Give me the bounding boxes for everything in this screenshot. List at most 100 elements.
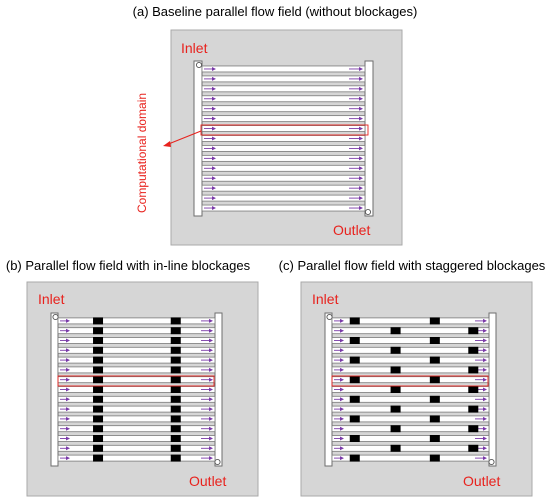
- flow-arrowhead: [359, 156, 363, 161]
- flow-arrowhead: [483, 367, 487, 372]
- blockage: [390, 444, 401, 452]
- flow-arrowhead: [359, 196, 363, 201]
- flow-arrowhead: [209, 328, 213, 333]
- flow-arrowhead: [340, 338, 344, 343]
- flow-arrowhead: [340, 358, 344, 363]
- flow-arrowhead: [66, 367, 70, 372]
- flow-arrowhead: [212, 126, 216, 131]
- outlet-manifold: [364, 60, 374, 217]
- computational-domain-box: [200, 124, 369, 136]
- panel-a-caption: (a) Baseline parallel flow field (withou…: [133, 4, 418, 19]
- flow-arrowhead: [483, 328, 487, 333]
- blockage: [429, 454, 440, 462]
- flow-channel: [57, 415, 216, 423]
- flow-channel: [201, 75, 366, 83]
- flow-channel: [57, 366, 216, 374]
- flow-arrowhead: [359, 206, 363, 211]
- flow-channel: [331, 327, 490, 335]
- flow-arrowhead: [340, 348, 344, 353]
- flow-channel: [57, 435, 216, 442]
- panel-a-inlet-label: Inlet: [181, 40, 208, 56]
- blockage: [93, 405, 104, 413]
- blockage: [170, 454, 181, 462]
- flow-channel: [201, 204, 366, 212]
- blockage: [93, 444, 104, 452]
- computational-domain-arrowhead: [163, 141, 171, 147]
- blockage: [93, 395, 104, 403]
- blockage: [429, 435, 440, 442]
- flow-arrowhead: [359, 76, 363, 81]
- flow-arrowhead: [66, 436, 70, 441]
- blockage: [349, 415, 360, 423]
- panel-b-outlet-label: Outlet: [189, 473, 226, 489]
- blockage: [468, 425, 479, 433]
- blockage: [429, 317, 440, 325]
- inlet-port: [52, 313, 59, 321]
- flow-channel: [331, 425, 490, 433]
- computational-domain-arrow: [165, 130, 202, 146]
- blockage: [349, 376, 360, 384]
- blockage: [170, 415, 181, 423]
- flow-channel: [331, 395, 490, 403]
- flow-arrowhead: [340, 367, 344, 372]
- flow-channel: [201, 115, 366, 123]
- flow-arrowhead: [209, 358, 213, 363]
- flow-channel: [57, 425, 216, 433]
- inlet-manifold: [193, 60, 203, 217]
- flow-channel: [201, 184, 366, 192]
- flow-arrowhead: [483, 436, 487, 441]
- flow-channel: [57, 444, 216, 452]
- panel-c-outlet-label: Outlet: [463, 473, 500, 489]
- panel-c-domain-box: [331, 375, 489, 387]
- flow-channel: [331, 405, 490, 413]
- panel-b-domain-box: [57, 375, 215, 387]
- flow-arrowhead: [212, 86, 216, 91]
- flow-arrowhead: [340, 416, 344, 421]
- blockage: [468, 405, 479, 413]
- outlet-port: [214, 458, 221, 466]
- blockage: [170, 337, 181, 344]
- blockage: [429, 356, 440, 364]
- flow-channel: [201, 154, 366, 162]
- flow-channel: [201, 164, 366, 172]
- flow-arrowhead: [212, 66, 216, 71]
- panel-b-channel-grid: [50, 312, 223, 467]
- flow-arrowhead: [483, 446, 487, 451]
- panel-b-caption: (b) Parallel flow field with in-line blo…: [6, 258, 251, 273]
- flow-channel: [201, 95, 366, 103]
- flow-channel: [331, 435, 490, 442]
- outlet-port: [364, 208, 372, 216]
- flow-channel: [201, 135, 366, 142]
- blockage: [390, 405, 401, 413]
- outlet-manifold: [214, 312, 223, 467]
- flow-arrowhead: [66, 407, 70, 412]
- flow-arrowhead: [359, 146, 363, 151]
- blockage: [429, 395, 440, 403]
- blockage: [390, 366, 401, 374]
- flow-arrowhead: [359, 116, 363, 121]
- flow-arrowhead: [66, 416, 70, 421]
- flow-arrowhead: [483, 338, 487, 343]
- panel-c-channel-grid: [324, 312, 497, 467]
- flow-arrowhead: [209, 387, 213, 392]
- flow-arrowhead: [359, 136, 363, 141]
- blockage: [93, 415, 104, 423]
- flow-arrowhead: [340, 456, 344, 461]
- blockage: [93, 327, 104, 335]
- blockage: [349, 395, 360, 403]
- flow-arrowhead: [483, 358, 487, 363]
- blockage: [93, 425, 104, 433]
- blockage: [170, 356, 181, 364]
- flow-arrowhead: [212, 196, 216, 201]
- inlet-manifold: [324, 312, 333, 467]
- blockage: [468, 386, 479, 393]
- blockage: [349, 435, 360, 442]
- flow-channel: [57, 356, 216, 364]
- flow-arrowhead: [212, 206, 216, 211]
- flow-channel: [201, 125, 366, 132]
- blockage: [390, 346, 401, 354]
- blockage: [390, 425, 401, 433]
- flow-arrowhead: [66, 446, 70, 451]
- flow-arrowhead: [66, 377, 70, 382]
- flow-channel: [57, 327, 216, 335]
